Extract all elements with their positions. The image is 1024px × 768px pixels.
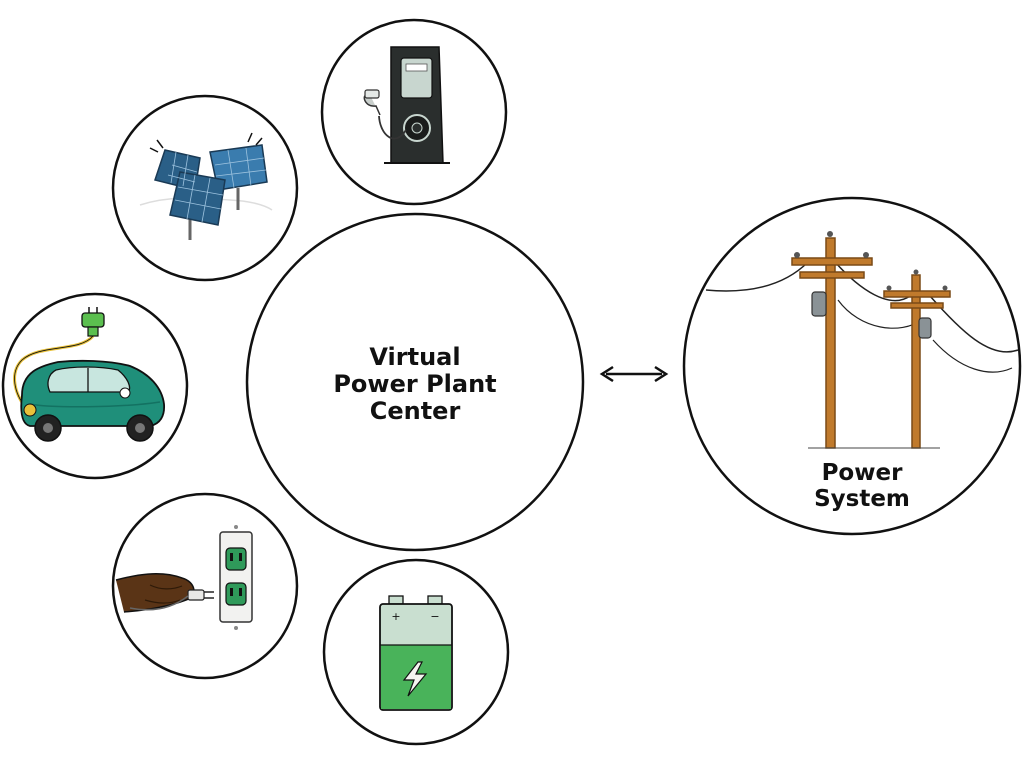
svg-text:+: + xyxy=(391,610,400,623)
power-system-node: Power System xyxy=(682,196,1022,536)
vpp-center-node: Virtual Power Plant Center xyxy=(245,212,585,552)
outlet-node xyxy=(111,492,299,680)
power-line-poles-icon xyxy=(705,231,1019,449)
battery-node: + − xyxy=(322,558,510,746)
wall-outlet-plug-icon xyxy=(115,525,253,630)
electric-car-icon xyxy=(13,307,165,442)
solar-node xyxy=(111,94,299,282)
center-label-line3: Center xyxy=(370,397,461,425)
ev-charger-node xyxy=(320,18,508,206)
ev-charging-station-icon xyxy=(363,46,450,164)
battery-storage-icon: + − xyxy=(379,595,453,711)
grid-label-line1: Power xyxy=(822,460,904,486)
center-label-line1: Virtual xyxy=(369,343,460,371)
plug-icon xyxy=(81,307,105,337)
bidirectional-arrow-icon xyxy=(599,365,669,383)
center-label-line2: Power Plant xyxy=(333,370,496,398)
solar-panels-icon xyxy=(139,132,273,240)
grid-label-line2: System xyxy=(814,486,910,512)
svg-text:−: − xyxy=(430,610,439,623)
ev-car-node xyxy=(1,292,189,480)
